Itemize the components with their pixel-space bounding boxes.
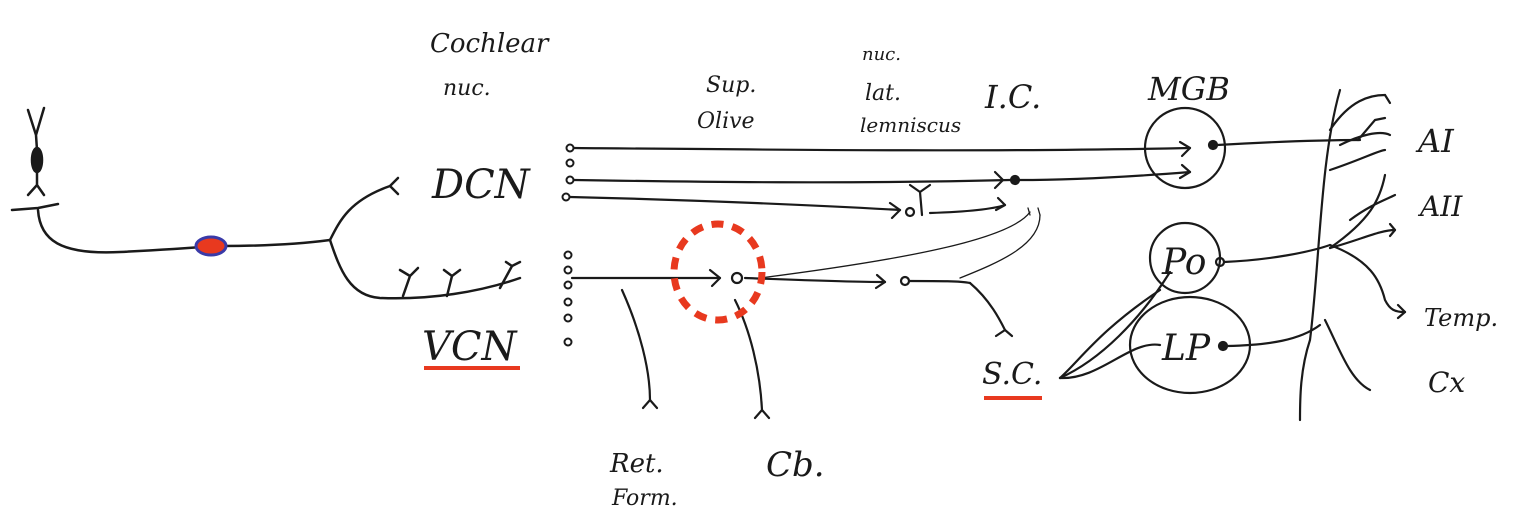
label-nuc-lat-1: nuc. xyxy=(862,44,901,65)
label-a1: AI xyxy=(1415,122,1455,160)
label-mgb: MGB xyxy=(1147,70,1230,108)
label-cb: Cb. xyxy=(766,445,825,485)
label-ic: I.C. xyxy=(984,78,1041,116)
dcn-projections xyxy=(568,140,1192,220)
label-cochlear-nuc: nuc. xyxy=(443,76,491,101)
cortical-projections xyxy=(1298,88,1407,422)
po-nucleus xyxy=(1148,221,1332,295)
label-sc: S.C. xyxy=(982,357,1042,392)
label-dcn: DCN xyxy=(431,162,532,208)
mgb-nucleus xyxy=(1143,106,1362,190)
dcn-output-dots xyxy=(561,143,575,202)
label-a2: AII xyxy=(1417,190,1463,223)
label-ret-form-2: Form. xyxy=(611,486,678,510)
vcn-projection xyxy=(570,268,1014,420)
lp-nucleus xyxy=(1128,295,1322,395)
ic-to-mgb xyxy=(1017,163,1192,182)
label-cx: Cx xyxy=(1428,366,1465,399)
label-sup-olive-1: Sup. xyxy=(706,73,756,98)
thin-ic-fibers xyxy=(759,207,1041,279)
vcn-output-dots xyxy=(563,250,573,347)
label-ret-form-1: Ret. xyxy=(609,449,664,479)
sc-to-thalamus xyxy=(1058,270,1172,380)
label-nuc-lat-3: lemniscus xyxy=(860,113,961,137)
label-cochlear: Cochlear xyxy=(430,29,550,59)
label-temp: Temp. xyxy=(1424,304,1498,332)
superior-olive-highlight xyxy=(670,220,766,324)
label-nuc-lat-2: lat. xyxy=(865,81,901,106)
label-po: Po xyxy=(1161,242,1206,283)
label-lp: LP xyxy=(1161,328,1211,369)
label-sup-olive-2: Olive xyxy=(697,109,755,134)
spiral-ganglion-cell xyxy=(194,235,228,257)
hair-cell xyxy=(10,106,60,212)
auditory-nerve-fiber xyxy=(36,176,522,300)
labels: Cochlear nuc. DCN VCN Sup. Olive nuc. la… xyxy=(422,29,1498,510)
label-vcn: VCN xyxy=(422,324,518,370)
